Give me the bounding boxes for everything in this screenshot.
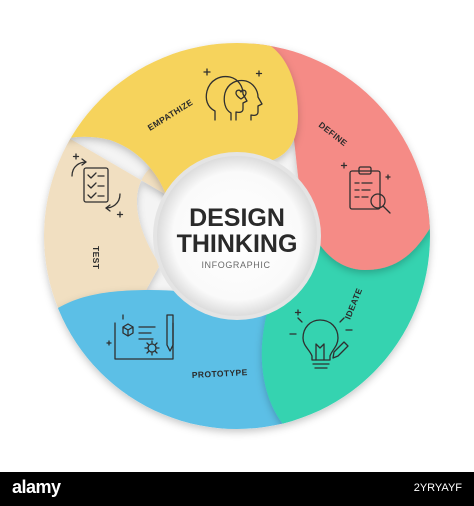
- lightbulb-pencil-icon: [289, 309, 353, 369]
- blueprint-cube-gear-icon: [106, 314, 174, 360]
- center-title-line2: THINKING: [177, 230, 298, 258]
- clipboard-magnifier-icon: [340, 162, 391, 214]
- alamy-logo: alamy: [12, 477, 61, 497]
- center-subtitle: INFOGRAPHIC: [201, 260, 270, 270]
- center-title-line1: DESIGN: [189, 204, 285, 232]
- label-test: TEST: [91, 246, 101, 270]
- head-profiles-heart-icon: [203, 68, 263, 121]
- center-disc: [157, 156, 317, 316]
- image-id: 2YRYAYF: [413, 482, 462, 494]
- checklist-cycle-icon: [71, 153, 124, 218]
- label-prototype: PROTOTYPE: [192, 367, 248, 380]
- watermark-bar: alamy 2YRYAYF: [0, 472, 474, 506]
